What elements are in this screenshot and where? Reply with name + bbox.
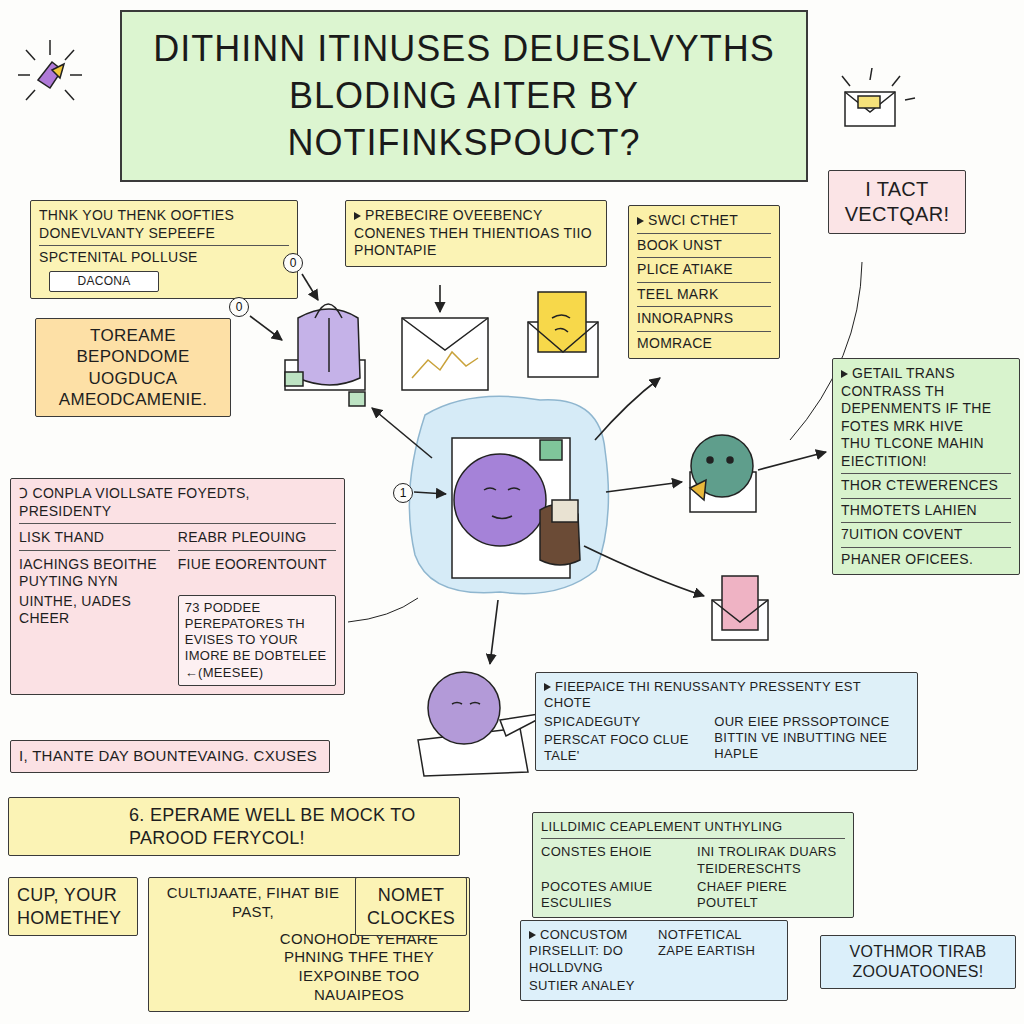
note-text: OUR EIEE PRSSOPTOINCE BITTIN VE INBUTTIN… [714,714,909,765]
note-text: IACHINGS BEOITHE PUYTING NYN [19,556,170,591]
note-box: THNK YOU THENK OOFTIES DONEVLVANTY SEPEE… [30,200,298,299]
spark-icon [18,40,82,100]
title: DITHINN ITINUSES DEUESLVYTHS BLODING AIT… [136,26,792,166]
note-text: BOOK UNST [637,237,771,259]
card-icon [712,576,768,640]
note-text: REABR PLEOUING [178,529,336,551]
note-heading: Ↄ CONPLA VIOLLSATE FOYEDTS, PRESIDENTY [19,485,336,524]
note-text: INI TROLIRAK DUARS TEIDERESCHTS [697,844,845,877]
note-box: I TACT VECTQAR! [828,170,966,234]
note-text: UINTHE, UADES CHEER [19,593,170,688]
note-heading: CONCUSTOM PIRSELLIT: DO HOLLDVNG [529,927,650,976]
note-box: PREBECIRE OVEEBENCY CONENES THEH THIENTI… [345,200,607,267]
note-text: THOR CTEWERENCES [841,477,1011,499]
central-figure [409,396,608,593]
note-text: PHANER OFICEES. [841,551,1011,569]
note-box: Ↄ CONPLA VIOLLSATE FOYEDTS, PRESIDENTY LI… [10,478,345,695]
ball-icon [690,435,756,512]
note-text: SPICADEGUTY [544,714,706,730]
note-text: PLICE ATIAKE [637,261,771,283]
note-text: MOMRACE [637,335,771,353]
note-box: TOREAME BEPONDOME UOGDUCA AMEODCAMENIE. [35,318,231,417]
callout-number: 0 [283,253,303,273]
note-heading: THNK YOU THENK OOFTIES DONEVLVANTY SEPEE… [39,207,289,246]
ball-icon [418,672,552,776]
note-text: FIUE EOORENTOUNT [178,556,336,591]
callout-number: 0 [229,297,249,317]
note-heading: VOTHMOR TIRAB ZOOUATOONES! [829,942,1007,982]
note-box: FIEEPAICE THI RENUSSANTY PRESSENTY EST C… [535,672,918,771]
note-heading: CULTIJAATE, FIHAT BIE PAST, [157,884,349,922]
note-text: PERSCAT FOCO CLUE TALE' [544,732,706,765]
note-heading: SWCI CTHET [637,212,771,234]
note-text: SUTIER ANALEY [529,978,650,994]
note-box: DACONA [49,271,159,292]
note-text: 7UITION COVENT [841,526,1011,548]
note-text: THMOTETS LAHIEN [841,502,1011,524]
note-text: CONOHODE YEHARE PHNING THFE THEY IEXPOIN… [257,930,461,1005]
note-box: LILLDIMIC CEAPLEMENT UNTHYLING CONSTES EH… [532,812,854,918]
note-box: GETAIL TRANS CONTRASS TH DEPENMENTS IF T… [832,358,1020,575]
note-heading: NOMET CLOCKES [364,884,458,929]
callout-number: 1 [393,483,413,503]
note-box: I, THANTE DAY BOUNTEVAING. CXUSES [10,740,330,773]
note-heading: DACONA [56,274,152,289]
note-box: VOTHMOR TIRAB ZOOUATOONES! [820,935,1016,989]
note-heading: CUP, YOUR HOMETHEY [17,884,129,929]
note-text: SPCTENITAL POLLUSE [39,249,289,267]
note-box: CUP, YOUR HOMETHEY [8,877,138,936]
note-text: TEEL MARK [637,286,771,308]
letter-icon [528,292,598,377]
note-heading: GETAIL TRANS CONTRASS TH DEPENMENTS IF T… [841,365,1011,435]
note-heading: TOREAME BEPONDOME UOGDUCA AMEODCAMENIE. [44,325,222,410]
note-text: LISK THAND [19,529,170,551]
note-heading: PREBECIRE OVEEBENCY CONENES THEH THIENTI… [354,207,598,260]
bag-icon [285,304,365,406]
note-text: POCOTES AMIUE ESCULIIES [541,879,689,912]
note-heading: FIEEPAICE THI RENUSSANTY PRESSENTY EST C… [544,679,909,712]
note-heading: I, THANTE DAY BOUNTEVAING. CXUSES [19,747,321,766]
note-heading: LILLDIMIC CEAPLEMENT UNTHYLING [541,819,845,839]
note-heading: 73 PODDEE PEREPATORES TH EVISES TO YOUR … [185,600,329,681]
note-box: 6. EPERAME WELL BE MOCK TO PAROOD FERYCO… [8,797,460,856]
note-box: 73 PODDEE PEREPATORES TH EVISES TO YOUR … [178,595,336,686]
note-box: CONCUSTOM PIRSELLIT: DO HOLLDVNGNOTFETIC… [520,920,788,1001]
envelope-icon [402,318,488,390]
note-box: SWCI CTHET BOOK UNSTPLICE ATIAKE TEEL MARK… [628,205,780,359]
note-text: THU TLCONE MAHIN EIECTITION! [841,435,1011,474]
note-text: NOTFETICAL ZAPE EARTISH [658,927,779,994]
letter-icon [842,68,915,126]
note-box: NOMET CLOCKES [355,877,467,936]
note-heading: I TACT VECTQAR! [837,177,957,227]
note-text: INNORAPNRS [637,310,771,332]
title-box: DITHINN ITINUSES DEUESLVYTHS BLODING AIT… [120,10,808,182]
note-heading: 6. EPERAME WELL BE MOCK TO PAROOD FERYCO… [129,804,451,849]
note-text: CONSTES EHOIE [541,844,689,877]
note-text: CHAEF PIERE POUTELT [697,879,845,912]
